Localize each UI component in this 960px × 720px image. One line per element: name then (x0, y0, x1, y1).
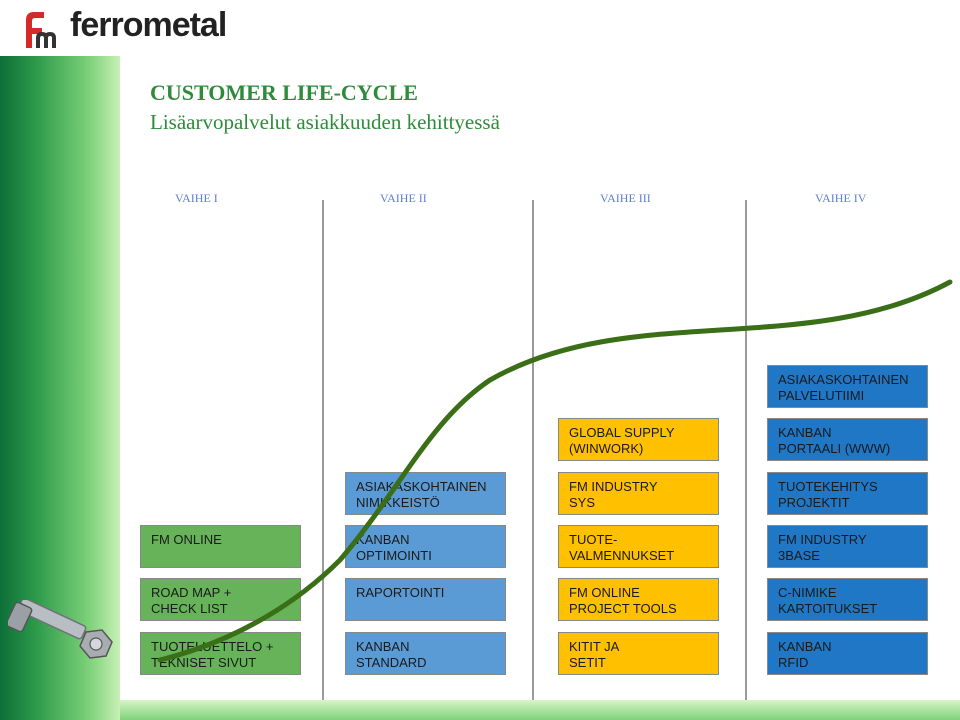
box-fm-industry-sys: FM INDUSTRY SYS (558, 472, 719, 515)
box-fm-online-project-tools: FM ONLINE PROJECT TOOLS (558, 578, 719, 621)
box-label: OPTIMOINTI (356, 548, 432, 563)
phase-label-4: VAIHE IV (815, 191, 867, 205)
box-label: (WINWORK) (569, 441, 644, 456)
bottom-decor-strip (120, 700, 960, 720)
box-label: ASIAKASKOHTAINEN (356, 479, 487, 494)
bolt-icon (8, 600, 113, 659)
box-label: FM INDUSTRY (778, 532, 867, 547)
box-label: C-NIMIKE (778, 585, 837, 600)
box-fm-online: FM ONLINE (140, 525, 301, 568)
box-label: VALMENNUKSET (569, 548, 675, 563)
phase-label-3: VAIHE III (600, 191, 651, 205)
box-label: RFID (778, 655, 809, 670)
box-label: TUOTEKEHITYS (778, 479, 878, 494)
box-label: ROAD MAP + (151, 585, 232, 600)
box-label: KANBAN (778, 425, 832, 440)
box-asiakaskohtainen-nimikkeisto: ASIAKASKOHTAINEN NIMIKKEISTÖ (345, 472, 506, 515)
logo-text: ferrometal (70, 6, 227, 44)
phase-divider (745, 200, 747, 700)
box-kanban-portaali: KANBAN PORTAALI (WWW) (767, 418, 928, 461)
box-raportointi: RAPORTOINTI (345, 578, 506, 621)
box-tuotevalmennukset: TUOTE- VALMENNUKSET (558, 525, 719, 568)
box-kanban-optimointi: KANBAN OPTIMOINTI (345, 525, 506, 568)
box-label: PROJECT TOOLS (569, 601, 677, 616)
page-subtitle: Lisäarvopalvelut asiakkuuden kehittyessä (150, 110, 500, 134)
box-label: NIMIKKEISTÖ (356, 495, 440, 510)
phase-label-1: VAIHE I (175, 191, 218, 205)
phase-label-2: VAIHE II (380, 191, 427, 205)
box-label: TUOTE- (569, 532, 618, 547)
header-bar: ferrometal (0, 0, 960, 56)
box-label: KITIT JA (569, 639, 620, 654)
box-label: PALVELUTIIMI (778, 388, 865, 403)
box-fm-industry-3base: FM INDUSTRY 3BASE (767, 525, 928, 568)
phase-divider (532, 200, 534, 700)
box-label: FM ONLINE (151, 532, 222, 547)
box-label: KANBAN (356, 639, 410, 654)
box-kanban-standard: KANBAN STANDARD (345, 632, 506, 675)
box-label: SYS (569, 495, 596, 510)
box-label: KANBAN (356, 532, 410, 547)
ferrometal-logo-icon (26, 12, 56, 48)
box-label: PORTAALI (WWW) (778, 441, 891, 456)
box-kitit-ja-setit: KITIT JA SETIT (558, 632, 719, 675)
phase-divider (322, 200, 324, 700)
box-label: FM INDUSTRY (569, 479, 658, 494)
box-label: SETIT (569, 655, 606, 670)
box-road-map: ROAD MAP + CHECK LIST (140, 578, 301, 621)
box-kanban-rfid: KANBAN RFID (767, 632, 928, 675)
box-label: KARTOITUKSET (778, 601, 878, 616)
box-c-nimike-kartoitukset: C-NIMIKE KARTOITUKSET (767, 578, 928, 621)
box-label: STANDARD (356, 655, 427, 670)
box-label: KANBAN (778, 639, 832, 654)
box-tuotekehitys-projektit: TUOTEKEHITYS PROJEKTIT (767, 472, 928, 515)
box-label: PROJEKTIT (778, 495, 850, 510)
box-label: 3BASE (778, 548, 820, 563)
box-global-supply: GLOBAL SUPPLY (WINWORK) (558, 418, 719, 461)
box-label: TEKNISET SIVUT (151, 655, 257, 670)
box-label: FM ONLINE (569, 585, 640, 600)
page-title: CUSTOMER LIFE-CYCLE (150, 80, 418, 105)
box-label: TUOTELUETTELO + (151, 639, 274, 654)
box-asiakaskohtainen-palvelutiimi: ASIAKASKOHTAINEN PALVELUTIIMI (767, 365, 928, 408)
box-label: GLOBAL SUPPLY (569, 425, 675, 440)
box-label: RAPORTOINTI (356, 585, 445, 600)
box-label: ASIAKASKOHTAINEN (778, 372, 909, 387)
box-label: CHECK LIST (151, 601, 228, 616)
